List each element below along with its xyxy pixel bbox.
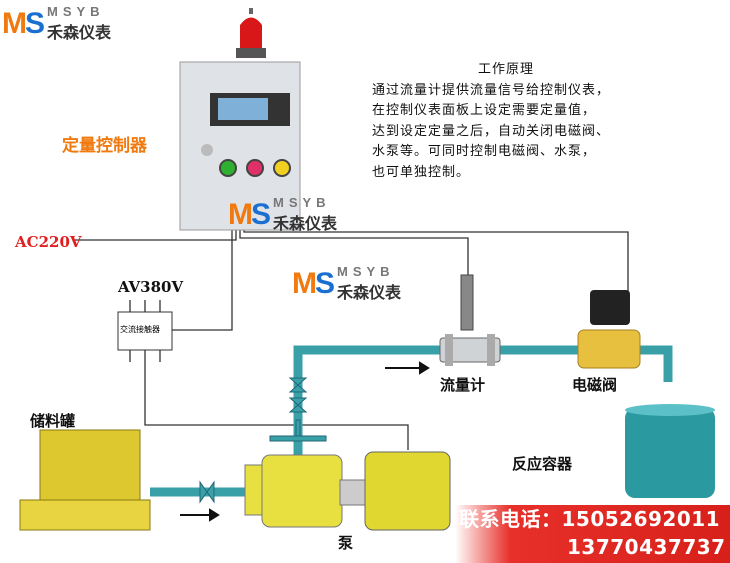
- contactor-box: [117, 311, 173, 351]
- principle-line: 在控制仪表面板上设定需要定量值，: [372, 103, 597, 118]
- tank-label: 储料罐: [30, 412, 76, 430]
- ac220v-label: AC220V: [15, 233, 82, 251]
- alarm-light-icon: [236, 8, 266, 58]
- principle-line: 水泵等。可同时控制电磁阀、水泵，: [372, 144, 597, 159]
- av380v-label: AV380V: [118, 278, 184, 296]
- principle-line: 达到设定定量之后，自动关闭电磁阀、: [372, 123, 611, 139]
- principle-text: 工作原理 通过流量计提供流量信号给控制仪表， 在控制仪表面板上设定需要定量值， …: [372, 60, 610, 183]
- contact-phone-2: 13770437737: [567, 535, 726, 559]
- valves: [199, 377, 327, 504]
- controller-label: 定量控制器: [62, 136, 147, 156]
- reactor-vessel: [625, 404, 715, 498]
- pump: [244, 451, 451, 531]
- control-box: [179, 61, 301, 231]
- pump-label: 泵: [338, 534, 354, 552]
- solenoid-label: 电磁阀: [572, 376, 618, 394]
- principle-title: 工作原理: [478, 62, 535, 77]
- contact-phone-1: 联系电话：15052692011: [459, 507, 721, 531]
- storage-tank: [19, 429, 151, 531]
- principle-line: 通过流量计提供流量信号给控制仪表，: [372, 82, 611, 98]
- principle-line: 也可单独控制。: [372, 164, 471, 180]
- contact-banner: 联系电话：15052692011 13770437737: [455, 505, 730, 563]
- reactor-label: 反应容器: [512, 455, 573, 473]
- contactor-label: 交流接触器: [120, 325, 160, 334]
- solenoid-valve-icon: [577, 290, 641, 369]
- flow-arrows: [180, 361, 430, 522]
- flowmeter-icon: [439, 274, 501, 366]
- flowmeter-label: 流量计: [440, 376, 486, 394]
